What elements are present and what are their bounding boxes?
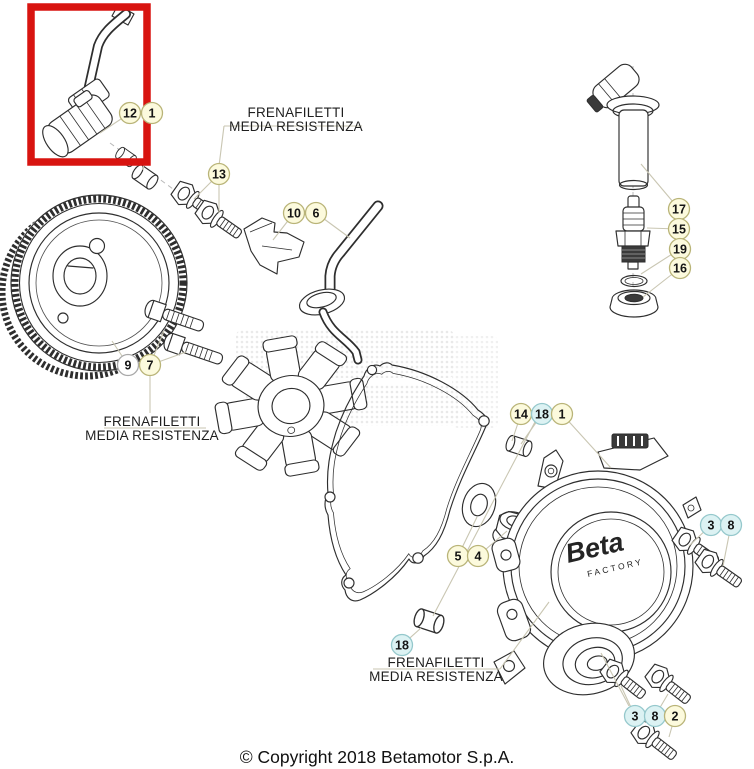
callout-1: 1 (140, 101, 164, 125)
svg-text:17: 17 (672, 202, 686, 216)
spark-plug-drawing (615, 195, 651, 270)
callout-3: 3 (623, 704, 647, 728)
svg-text:16: 16 (673, 261, 687, 275)
callout-1: 1 (550, 402, 574, 426)
svg-text:2: 2 (672, 709, 679, 723)
svg-text:10: 10 (287, 206, 301, 220)
callout-12: 12 (118, 101, 142, 125)
svg-text:13: 13 (212, 167, 226, 181)
callout-9: 9 (116, 353, 140, 377)
svg-text:8: 8 (728, 518, 735, 532)
flywheel-stud-2 (161, 331, 226, 369)
ignition-coil-drawing (42, 4, 135, 158)
note-line: MEDIA RESISTENZA (85, 427, 219, 443)
threadlocker-note-top: FRENAFILETTI MEDIA RESISTENZA (229, 106, 363, 133)
callout-5: 5 (446, 544, 470, 568)
callout-13: 13 (207, 162, 231, 186)
copyright-text: © Copyright 2018 Betamotor S.p.A. (239, 747, 515, 767)
cover-connector (597, 433, 669, 471)
callout-18: 18 (530, 402, 554, 426)
stator-bolt-2 (192, 196, 248, 246)
callout-2: 2 (663, 704, 687, 728)
cover-bolt-2 (692, 545, 748, 595)
stator-drawing (213, 334, 369, 478)
dowel-bushing-2 (411, 607, 447, 635)
callout-4: 4 (466, 544, 490, 568)
spark-plug-oring-drawing (620, 274, 648, 288)
callout-16: 16 (668, 256, 692, 280)
callout-8: 8 (719, 513, 743, 537)
svg-text:5: 5 (455, 549, 462, 563)
washer-drawing (461, 482, 497, 528)
svg-text:18: 18 (395, 638, 409, 652)
threadlocker-note-left: FRENAFILETTI MEDIA RESISTENZA (85, 415, 219, 442)
threadlocker-note-bottom: FRENAFILETTI MEDIA RESISTENZA (369, 656, 503, 683)
dowel-bushing (503, 433, 535, 459)
spark-plug-cap-drawing (586, 63, 660, 191)
flywheel-drawing (0, 194, 188, 380)
svg-text:8: 8 (652, 709, 659, 723)
svg-text:3: 3 (632, 709, 639, 723)
svg-text:18: 18 (535, 407, 549, 421)
highlight-box (27, 3, 151, 166)
svg-text:1: 1 (559, 407, 566, 421)
callout-10: 10 (282, 201, 306, 225)
cover-bolt-4 (641, 660, 697, 711)
ignition-cover-drawing: Beta FACTORY (491, 433, 702, 696)
svg-text:19: 19 (673, 242, 687, 256)
callout-15: 15 (667, 217, 691, 241)
coil-spacer-2 (129, 162, 161, 192)
svg-text:6: 6 (313, 206, 320, 220)
callout-7: 7 (138, 353, 162, 377)
callout-17: 17 (667, 197, 691, 221)
svg-text:14: 14 (514, 407, 528, 421)
svg-text:15: 15 (672, 222, 686, 236)
gasket-drawing (324, 362, 490, 602)
svg-text:4: 4 (475, 549, 482, 563)
svg-text:7: 7 (147, 358, 154, 372)
cable-bracket-drawing (243, 217, 305, 275)
callout-18: 18 (390, 633, 414, 657)
callout-3: 3 (699, 513, 723, 537)
callout-6: 6 (304, 201, 328, 225)
svg-text:9: 9 (125, 358, 132, 372)
spark-plug-grommet-drawing (609, 289, 659, 318)
note-line: MEDIA RESISTENZA (229, 118, 363, 134)
svg-text:3: 3 (708, 518, 715, 532)
svg-text:1: 1 (149, 106, 156, 120)
note-line: FRENAFILETTI (387, 655, 485, 670)
stator-wire-conduit-drawing (298, 200, 384, 365)
callout-8: 8 (643, 704, 667, 728)
note-line: FRENAFILETTI (247, 105, 345, 120)
note-line: FRENAFILETTI (103, 414, 201, 429)
callout-14: 14 (509, 402, 533, 426)
callout-19: 19 (668, 237, 692, 261)
svg-text:12: 12 (123, 106, 137, 120)
note-line: MEDIA RESISTENZA (369, 668, 503, 684)
